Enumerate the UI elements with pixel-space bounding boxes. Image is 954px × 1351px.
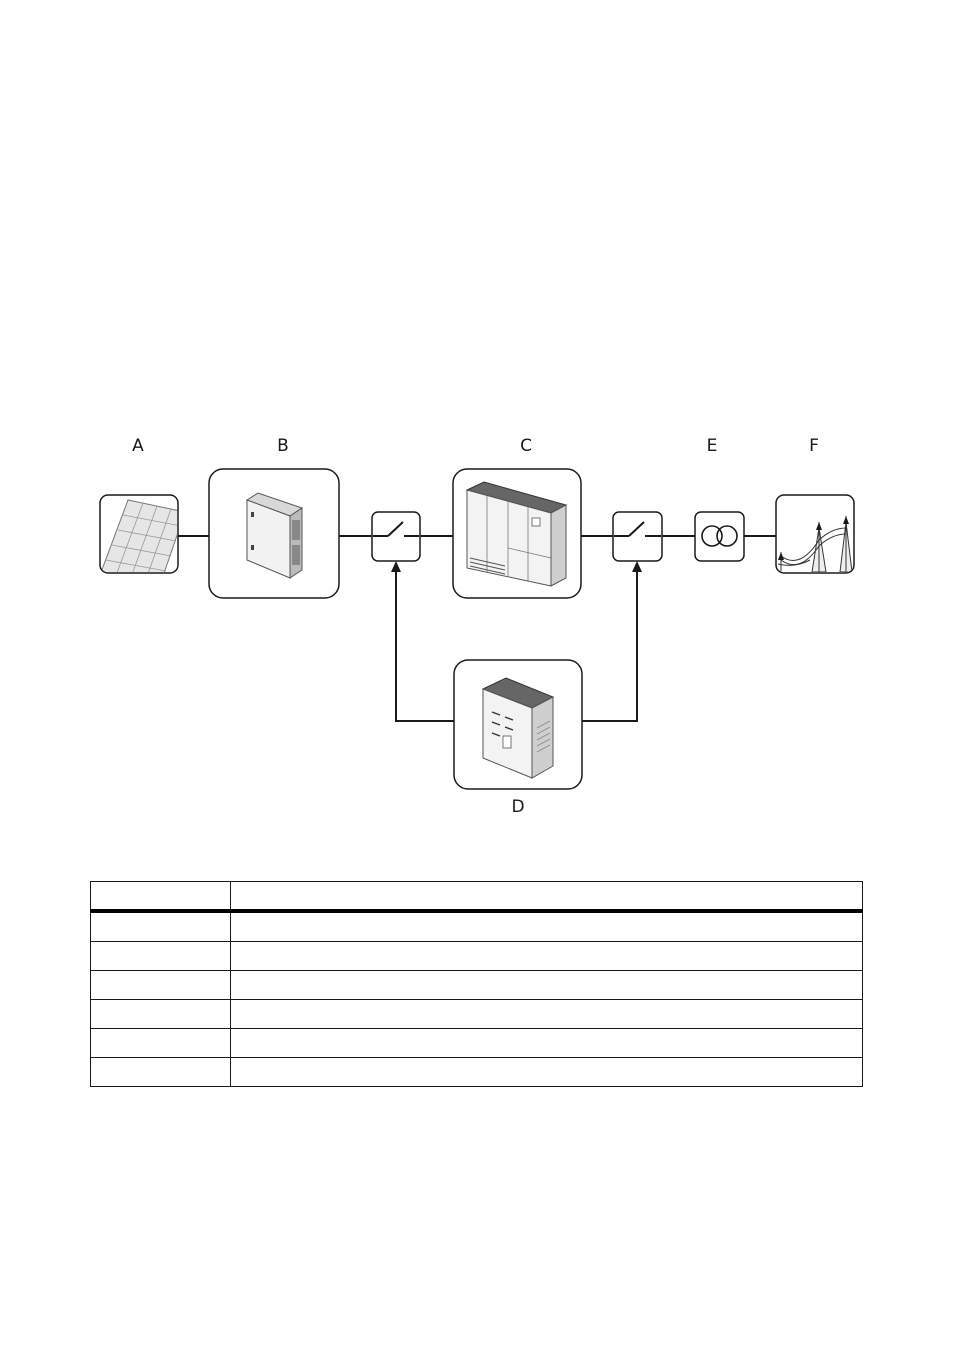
table-cell (90, 999, 231, 1029)
table-row (90, 970, 863, 1000)
label-d: D (511, 797, 524, 817)
table-cell (90, 970, 231, 1000)
system-diagram: A B C E F D (99, 436, 855, 817)
legend-table (90, 881, 863, 1087)
table-row (90, 910, 863, 942)
control-cabinet-icon (453, 659, 583, 790)
table-row (90, 999, 863, 1029)
label-a: A (132, 436, 144, 456)
table-header-cell (90, 881, 231, 912)
table-cell (230, 970, 863, 1000)
solar-panel-icon (99, 494, 179, 574)
table-cell (90, 1028, 231, 1058)
connection-lines (178, 535, 776, 722)
table-cell (230, 1028, 863, 1058)
combiner-box-icon (208, 468, 340, 599)
control-arrows (391, 561, 642, 572)
table-cell (230, 941, 863, 971)
table-header-cell (230, 881, 863, 912)
table-cell (90, 910, 231, 942)
table-header-row (90, 881, 863, 912)
label-b: B (277, 436, 289, 456)
disconnect-switch-icon (612, 511, 663, 562)
disconnect-switch-icon (371, 511, 421, 562)
inverter-cabinet-icon (452, 468, 582, 599)
label-c: C (520, 436, 532, 456)
table-row (90, 941, 863, 971)
transformer-icon (694, 511, 745, 562)
table-row (90, 1028, 863, 1058)
table-cell (230, 1057, 863, 1087)
label-f: F (809, 436, 819, 456)
table-cell (90, 1057, 231, 1087)
utility-grid-pylon-icon (775, 494, 855, 574)
table-cell (230, 999, 863, 1029)
table-cell (230, 910, 863, 942)
table-cell (90, 941, 231, 971)
table-row (90, 1057, 863, 1087)
label-e: E (707, 436, 718, 456)
